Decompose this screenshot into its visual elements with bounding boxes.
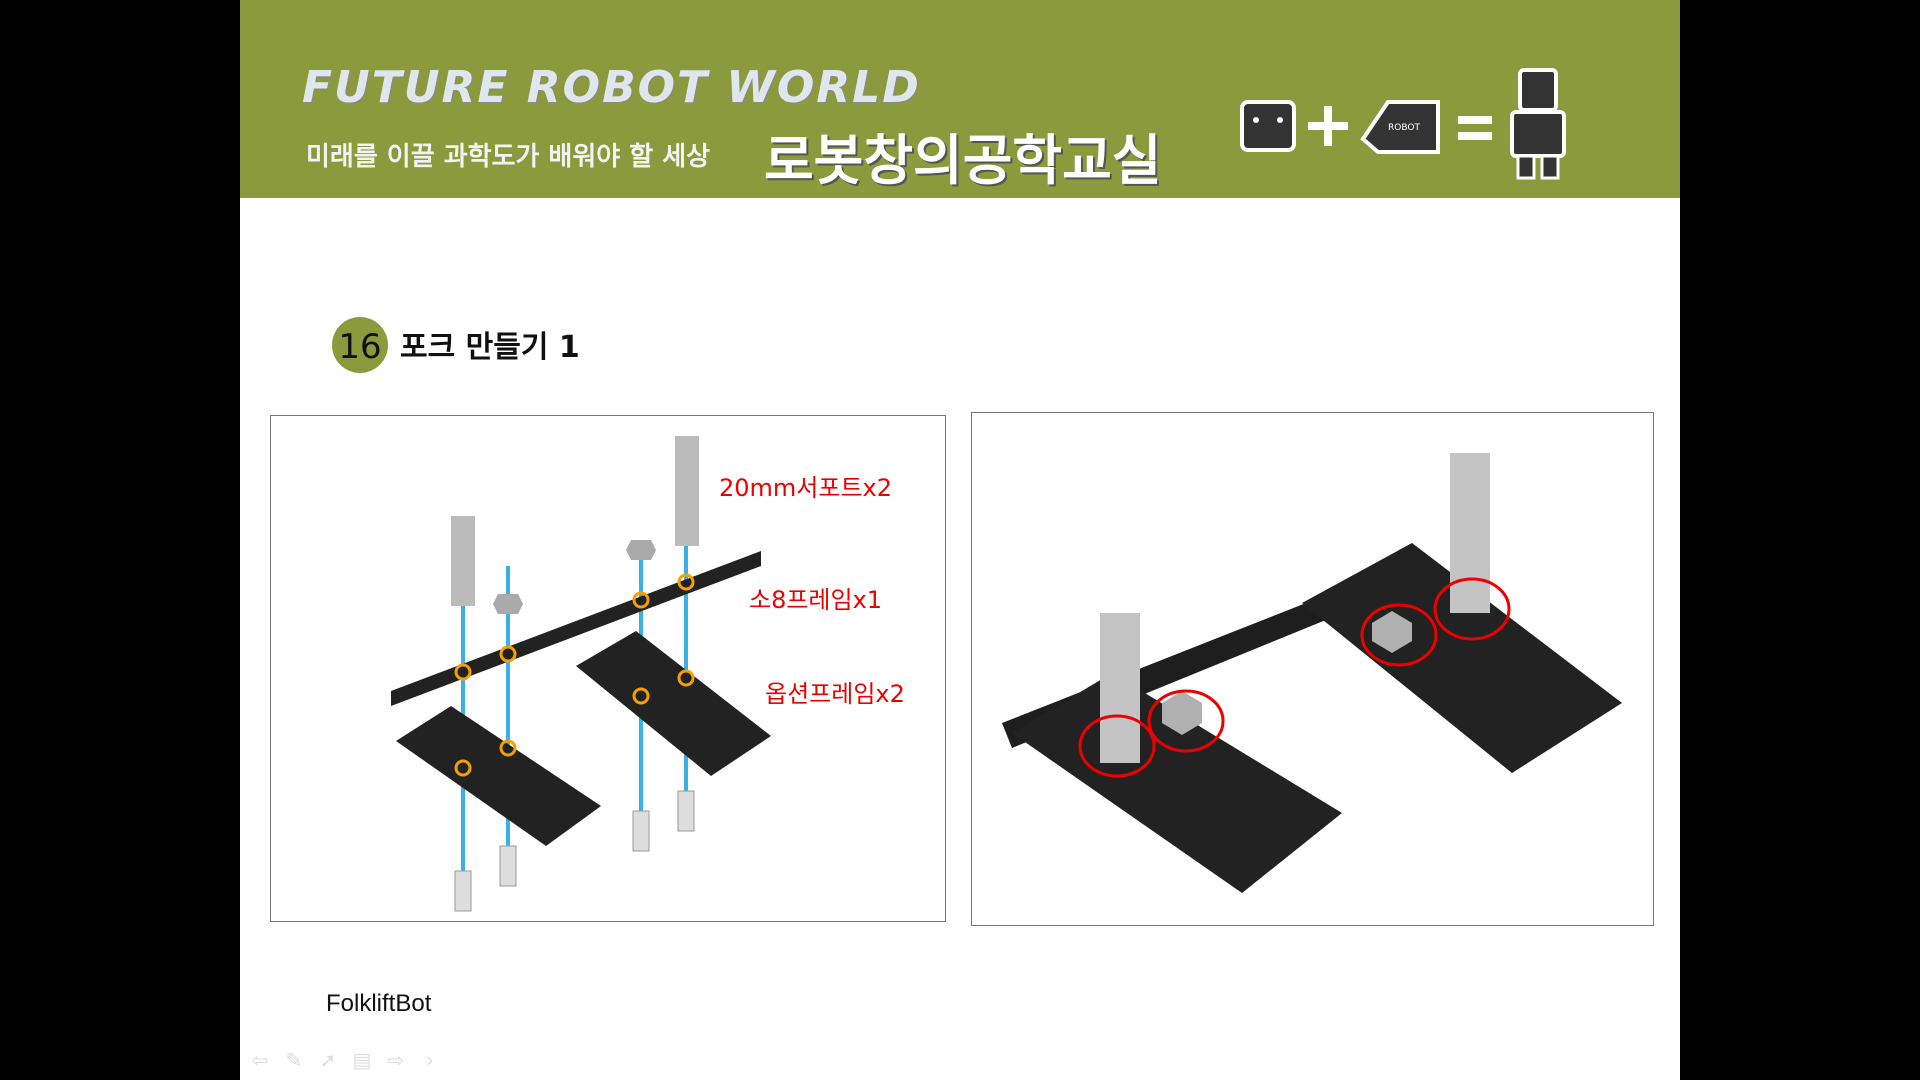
tagline: 미래를 이끌 과학도가 배워야 할 세상 xyxy=(306,142,711,172)
brand-title: FUTURE ROBOT WORLD xyxy=(302,62,921,113)
logo-text: ROBOT xyxy=(1388,123,1420,133)
label-option-frame: 옵션프레임x2 xyxy=(765,680,905,708)
footer-caption: FolkliftBot xyxy=(326,990,432,1017)
classroom-title: 로봇창의공학교실 xyxy=(764,129,1162,192)
slideshow-toolbar: ⇦ ✎ ➚ ▤ ⇨ › xyxy=(250,1048,440,1072)
chevron-right-icon[interactable]: › xyxy=(426,1048,434,1072)
exploded-assembly-image: 20mm서포트x2 소8프레임x1 옵션프레임x2 xyxy=(270,415,946,922)
previous-arrow-icon[interactable]: ⇦ xyxy=(251,1048,269,1072)
assembled-result-image xyxy=(971,412,1654,926)
menu-icon[interactable]: ▤ xyxy=(352,1048,372,1072)
step-title: 포크 만들기 1 xyxy=(400,330,580,365)
assembled-diagram xyxy=(1002,453,1622,893)
next-arrow-icon[interactable]: ⇨ xyxy=(387,1048,405,1072)
robot-logo-icon: ROBOT xyxy=(1240,68,1566,180)
pointer-icon[interactable]: ➚ xyxy=(319,1048,337,1072)
label-frame8: 소8프레임x1 xyxy=(749,586,883,614)
header-banner: FUTURE ROBOT WORLD 미래를 이끌 과학도가 배워야 할 세상 … xyxy=(240,0,1680,198)
slide: FUTURE ROBOT WORLD 미래를 이끌 과학도가 배워야 할 세상 … xyxy=(240,0,1680,1080)
label-support: 20mm서포트x2 xyxy=(719,474,893,502)
exploded-diagram xyxy=(391,436,771,912)
step-number-badge: 16 xyxy=(332,317,388,373)
pen-icon[interactable]: ✎ xyxy=(285,1048,303,1072)
